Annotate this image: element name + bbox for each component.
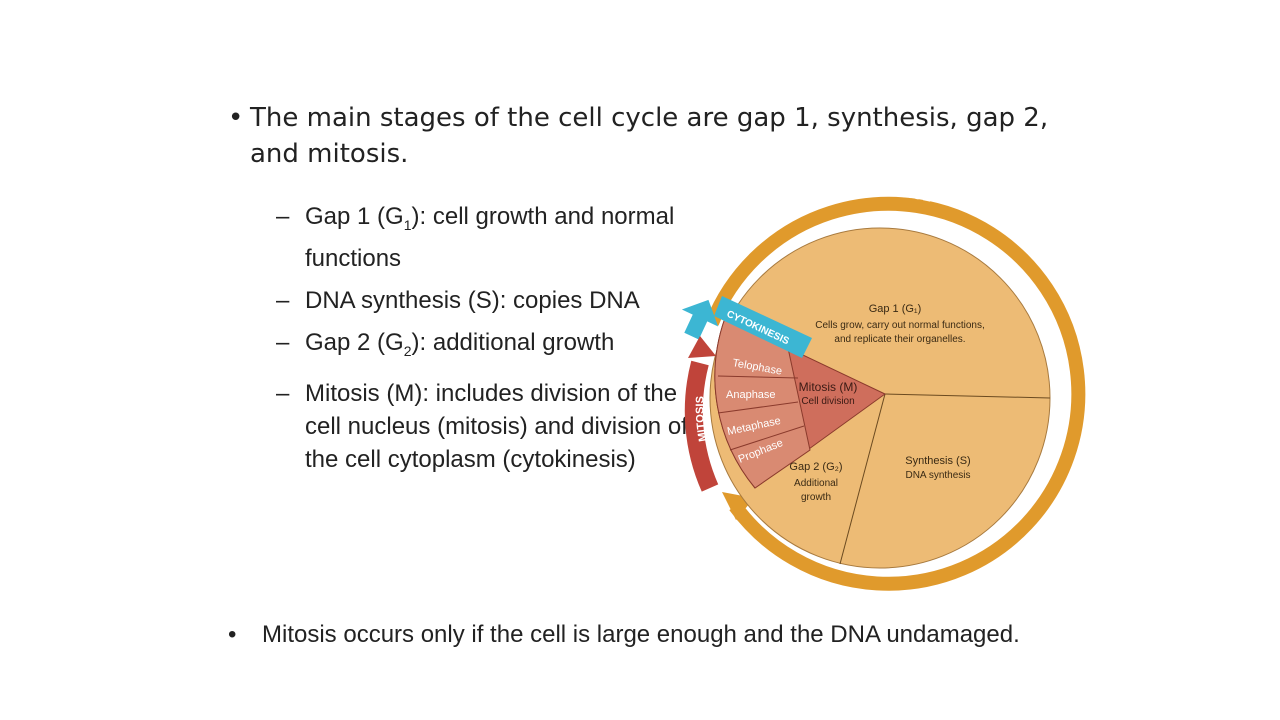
mitosis-arrowhead bbox=[688, 336, 716, 358]
sub-text-prefix: Gap 2 (G bbox=[305, 328, 404, 356]
subscript: 2 bbox=[403, 342, 412, 359]
divider-g1-s bbox=[884, 393, 1051, 399]
dash: – bbox=[276, 328, 290, 356]
sub-bullet-g1: – Gap 1 (G1): cell growth and normal fun… bbox=[276, 200, 706, 275]
sub-text-prefix: Gap 1 (G bbox=[305, 203, 404, 230]
main-bullet-text: The main stages of the cell cycle are ga… bbox=[250, 103, 1049, 169]
sub-text-prefix: DNA synthesis (S): copies DNA bbox=[305, 286, 640, 314]
mitosis-desc: Cell division bbox=[801, 396, 854, 407]
g2-title: Gap 2 (G₂) bbox=[789, 461, 842, 473]
sub-text-suffix: ): additional growth bbox=[411, 328, 615, 356]
sub-text-prefix: Mitosis (M): includes division of the ce… bbox=[305, 379, 688, 473]
main-bullet: • The main stages of the cell cycle are … bbox=[228, 100, 1088, 172]
bottom-bullet: • Mitosis occurs only if the cell is lar… bbox=[228, 618, 1108, 652]
cell-cycle-diagram: INTERPHASE CYTOKINESIS MITOSIS Telophase… bbox=[681, 188, 1086, 591]
dash: – bbox=[276, 203, 290, 230]
sub-bullet-m: – Mitosis (M): includes division of the … bbox=[276, 377, 706, 476]
bullet-dot: • bbox=[228, 621, 237, 648]
phase-divider bbox=[729, 425, 805, 451]
cytokinesis-band bbox=[714, 296, 812, 358]
mitosis-arrow-band bbox=[684, 360, 719, 492]
g1-desc-line1: Cells grow, carry out normal functions, bbox=[815, 320, 985, 331]
s-title: Synthesis (S) bbox=[905, 455, 970, 467]
sub-bullet-g2: – Gap 2 (G2): additional growth bbox=[276, 326, 706, 368]
g1-desc-line2: and replicate their organelles. bbox=[834, 334, 965, 345]
bullet-dot: • bbox=[228, 103, 244, 133]
phase-band bbox=[714, 317, 811, 489]
phase-divider bbox=[717, 401, 799, 414]
phase-label-anaphase: Anaphase bbox=[726, 389, 776, 401]
subscript: 1 bbox=[403, 216, 412, 233]
sub-bullet-s: – DNA synthesis (S): copies DNA bbox=[276, 284, 706, 317]
mitosis-label: MITOSIS bbox=[694, 396, 709, 443]
phase-divider bbox=[717, 375, 799, 379]
cytokinesis-arrow bbox=[681, 299, 719, 340]
interphase-label: INTERPHASE bbox=[836, 188, 934, 205]
divider-s-g2 bbox=[839, 393, 886, 565]
dash: – bbox=[276, 379, 290, 407]
g2-desc-line1: Additional bbox=[794, 478, 838, 489]
dash: – bbox=[276, 286, 290, 314]
sub-text-suffix: ): cell growth and normal functions bbox=[305, 203, 675, 272]
g1-title: Gap 1 (G₁) bbox=[869, 303, 922, 315]
interphase-ring bbox=[705, 196, 1086, 591]
sub-bullet-list: – Gap 1 (G1): cell growth and normal fun… bbox=[276, 200, 706, 485]
mitosis-title: Mitosis (M) bbox=[799, 380, 858, 394]
g2-desc-line2: growth bbox=[801, 492, 831, 503]
bottom-bullet-text: Mitosis occurs only if the cell is large… bbox=[262, 621, 1020, 648]
s-desc: DNA synthesis bbox=[905, 470, 970, 481]
